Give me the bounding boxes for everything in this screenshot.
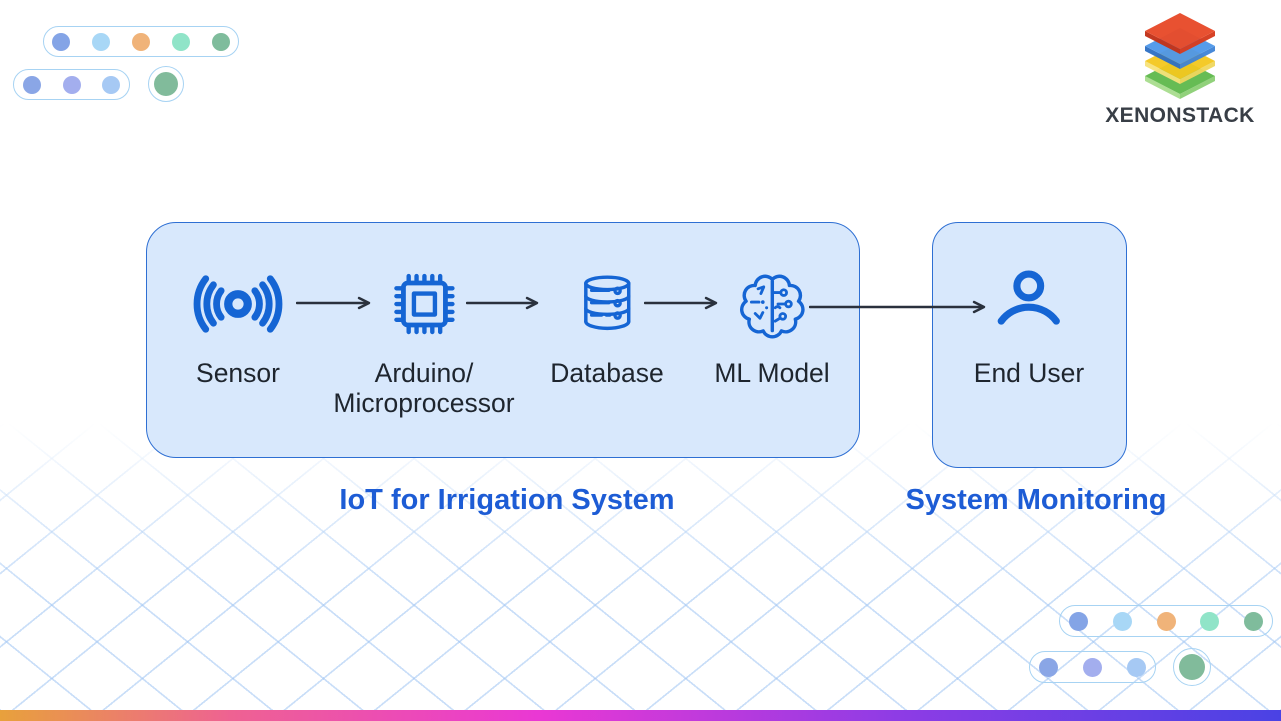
flow-arrow-ml-to-user: [809, 297, 987, 317]
decor-dot: [102, 75, 120, 94]
decor-pill-bottom-2: [1029, 651, 1156, 683]
node-label: Sensor: [196, 358, 280, 388]
decor-pill-bottom-1: [1059, 605, 1273, 637]
decor-dot: [1179, 654, 1205, 680]
flow-arrow-sensor-to-arduino: [296, 293, 372, 313]
decor-dot: [1244, 611, 1263, 631]
node-end-user: End User: [974, 262, 1084, 388]
iot-group-caption: IoT for Irrigation System: [339, 484, 675, 516]
decor-dot: [1200, 611, 1220, 631]
node-sensor: Sensor: [189, 262, 287, 388]
decor-dot: [1112, 611, 1132, 631]
bottom-gradient-bar: [0, 710, 1281, 721]
flow-arrow-arduino-to-database: [466, 293, 540, 313]
diamond-grid-background: [0, 424, 1281, 711]
decor-dot: [1083, 657, 1102, 677]
node-ml-model: ML Model: [714, 262, 830, 388]
decor-dot: [1069, 611, 1088, 631]
iot-group-box: [146, 222, 860, 458]
decor-dot: [62, 75, 81, 94]
decor-dot: [52, 32, 70, 51]
decor-dot: [92, 32, 110, 51]
logo-text: XENONSTACK: [1105, 104, 1255, 127]
node-label: ML Model: [714, 358, 830, 388]
wireless-signal-icon: [189, 262, 287, 346]
decor-dot: [132, 32, 150, 51]
decor-dot: [23, 75, 41, 94]
decor-dot: [1127, 657, 1146, 677]
monitoring-group-box: [932, 222, 1127, 468]
decor-dot: [1156, 611, 1176, 631]
decor-ring-bottom: [1173, 648, 1211, 686]
node-database: Database: [550, 262, 664, 388]
decor-dot: [212, 32, 230, 51]
node-arduino: Arduino/ Microprocessor: [333, 262, 515, 418]
node-label: Arduino/ Microprocessor: [333, 358, 515, 418]
decor-ring-top: [148, 66, 184, 102]
node-label: End User: [973, 358, 1085, 388]
decor-dot: [172, 32, 190, 51]
decor-pill-top-1: [43, 26, 239, 57]
stacked-layers-icon: [1145, 13, 1215, 99]
node-label: Database: [550, 358, 664, 388]
xenonstack-logo: XENONSTACK: [1105, 12, 1255, 128]
decor-pill-top-2: [13, 69, 130, 100]
user-icon: [990, 262, 1068, 346]
decor-dot: [1039, 657, 1058, 677]
database-icon: [574, 262, 640, 346]
monitoring-group-caption: System Monitoring: [905, 484, 1167, 516]
microchip-icon: [389, 262, 459, 346]
brain-circuit-icon: [734, 262, 810, 346]
flow-arrow-database-to-ml: [644, 293, 719, 313]
decor-dot: [154, 72, 178, 96]
